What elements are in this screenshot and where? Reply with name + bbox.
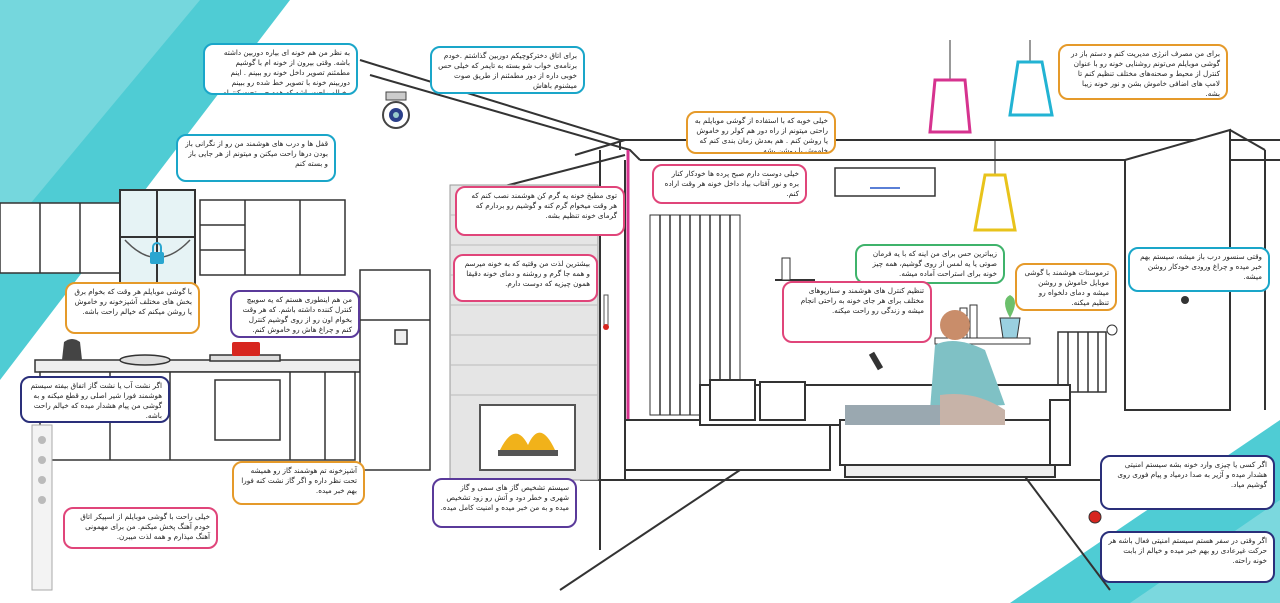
bubble-alarm: اگر کسی یا چیزی وارد خونه بشه سیستم امنی… bbox=[1100, 455, 1275, 510]
bubble-speaker-bottom: خیلی راحت با گوشی موبایلم از اسپیکر اتاق… bbox=[63, 507, 218, 549]
sofa bbox=[624, 379, 1071, 478]
bubble-fireplace-top: توی مطبخ خونه یه گرم کن هوشمند نصب کنم ک… bbox=[455, 186, 625, 236]
bubble-alarm-bottom: اگر وقتی در سفر هستم سیستم امنیتی فعال ب… bbox=[1100, 531, 1275, 583]
bubble-camera: به نظر من هم خونه ای بیاره دوربین داشته … bbox=[203, 43, 358, 95]
bubble-lights: برای من مصرف انرژی مدیریت کنم و دستم باز… bbox=[1058, 44, 1228, 100]
bubble-living-pink: تنظیم کنترل های هوشمند و سناریوهای مختلف… bbox=[782, 281, 932, 343]
bubble-kitchen-purple: من هم اینطوری هستم که یه سوییچ کنترل کنن… bbox=[230, 290, 360, 338]
bubble-stove: آشپزخونه تم هوشمند گاز رو همیشه تحت نظر … bbox=[232, 461, 365, 505]
bubble-kitchen-orange: با گوشی موبایلم هر وقت که بخوام برق بخش … bbox=[65, 282, 200, 334]
alarm-button-icon bbox=[1088, 510, 1102, 524]
pendant-lamps bbox=[928, 40, 1054, 232]
camera-icon bbox=[382, 91, 410, 129]
bubble-living-green: زیباترین حس برای من اینه که با یه فرمان … bbox=[855, 244, 1005, 284]
thermometer-icon bbox=[603, 294, 609, 330]
bubble-kitchen-navy: اگر نشت آب یا نشت گاز اتفاق بیفته سیستم … bbox=[20, 376, 170, 423]
remote-control-icon bbox=[868, 351, 884, 371]
bubble-fireplace-bottom: سیستم تشخیص گاز های سمی و گاز شهری و خطر… bbox=[432, 478, 577, 528]
wall-radiator bbox=[1057, 331, 1107, 393]
bubble-kitchen-lock: قفل ها و درب های هوشمند من رو از نگرانی … bbox=[176, 134, 336, 182]
red-pot bbox=[232, 342, 260, 356]
kitchen-upper-cabinets bbox=[0, 199, 346, 276]
bubble-fireplace-mid: بیشترین لذت من وقتیه که به خونه میرسم و … bbox=[453, 254, 598, 302]
thermostat-dial-icon bbox=[1106, 324, 1118, 336]
man-on-sofa bbox=[845, 310, 1005, 425]
tower-speaker bbox=[31, 424, 53, 591]
bubble-curtain: خیلی دوست دارم صبح پرده ها خودکار کنار ب… bbox=[652, 164, 807, 204]
door-handle bbox=[1181, 296, 1189, 304]
air-conditioner bbox=[834, 167, 936, 197]
teal-background-left-light bbox=[0, 0, 200, 240]
kitchen-window bbox=[119, 189, 196, 286]
padlock-icon bbox=[150, 242, 164, 264]
kettle bbox=[62, 339, 82, 360]
refrigerator bbox=[359, 269, 431, 471]
bubble-door: وقتی سنسور درب باز میشه، سیستم بهم خبر م… bbox=[1128, 247, 1270, 292]
bubble-speaker: برای اتاق دخترکوچیکم دوربین گذاشتم .خودم… bbox=[430, 46, 585, 94]
bubble-thermostat: ترموستات هوشمند با گوشی موبایل خاموش و ر… bbox=[1015, 263, 1117, 311]
bubble-ac: خیلی خوبه که با استفاده از گوشی موبایلم … bbox=[686, 111, 836, 154]
